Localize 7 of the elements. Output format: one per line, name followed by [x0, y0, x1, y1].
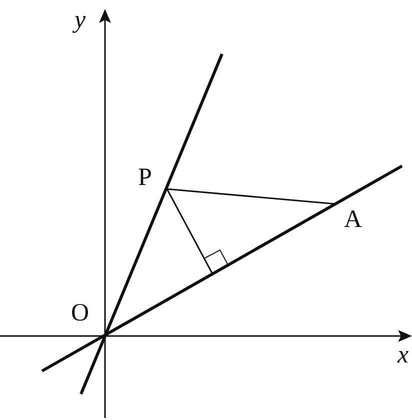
point-label: P: [138, 165, 167, 189]
origin-label: O: [70, 300, 90, 326]
line-segment: [166, 188, 336, 205]
line-segment: [166, 188, 213, 274]
axis-label: y: [74, 8, 86, 32]
axis-label: x: [397, 342, 409, 368]
point-label: A: [336, 204, 362, 232]
